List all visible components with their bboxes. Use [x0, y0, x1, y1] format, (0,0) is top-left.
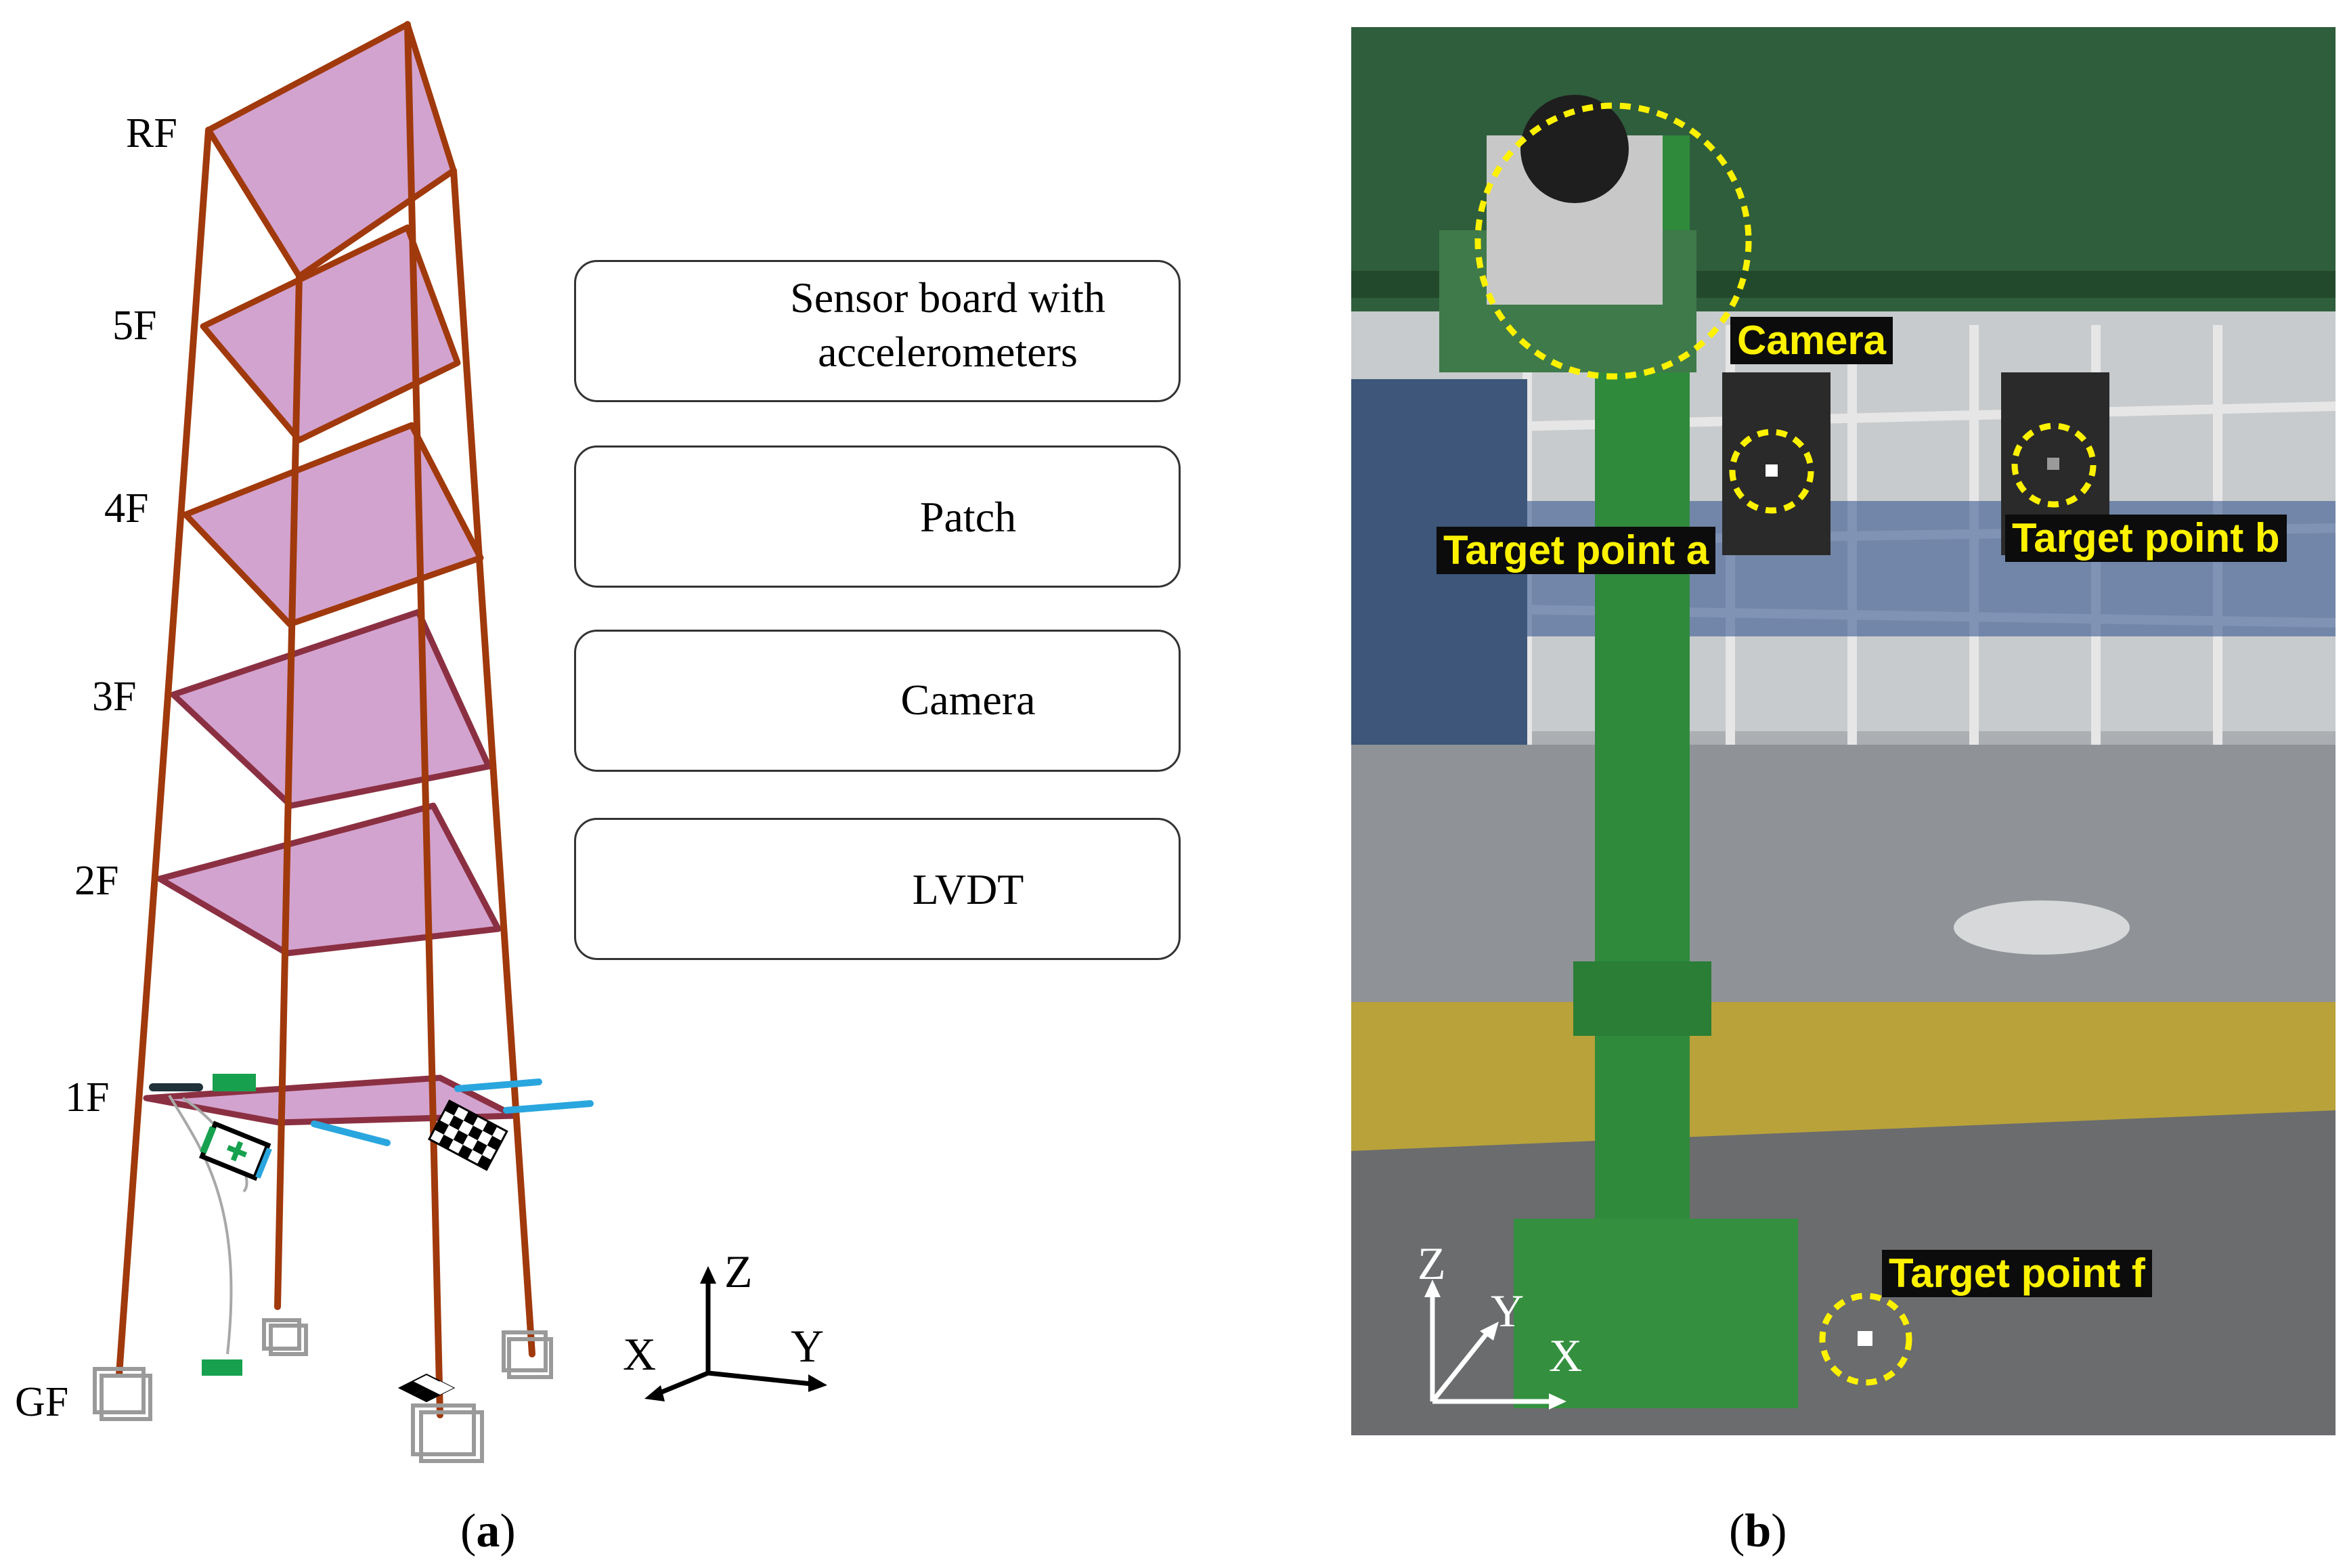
- support-front-left: [93, 1367, 146, 1414]
- legend-label-camera: Camera: [900, 676, 1036, 724]
- floor-slabs: [143, 21, 518, 1126]
- slab-4f: [182, 422, 484, 628]
- column-back-right: [404, 21, 443, 1418]
- axes-triad-a: [644, 1266, 827, 1401]
- mounted-camera: ✚: [198, 1120, 272, 1181]
- lvdt-3: [311, 1120, 391, 1146]
- floor-label-rf: RF: [126, 110, 177, 156]
- floor-label-5f: 5F: [112, 303, 157, 349]
- legend-item-sensor-board: [574, 260, 1181, 402]
- accelerometer-board-gf: [202, 1359, 242, 1376]
- legend-item-camera: [574, 630, 1181, 772]
- lvdt-blue-sensors: [311, 1079, 594, 1146]
- support-back-right: [502, 1330, 548, 1372]
- accelerometer-boards: [202, 1074, 256, 1376]
- photo-axis-label-y: Y: [1491, 1285, 1525, 1336]
- slab-2f: [156, 802, 502, 957]
- target-a-marker: [1766, 464, 1778, 477]
- slab-5f: [200, 224, 461, 443]
- accelerometer-board-1f: [213, 1074, 256, 1091]
- target-b-marker: [2047, 458, 2059, 470]
- legend-label-sensor-board: Sensor board with accelerometers: [790, 274, 1105, 376]
- axis-label-y: Y: [791, 1320, 825, 1372]
- target-b-highlight-circle: [2011, 422, 2097, 508]
- checker-patch-gf: [397, 1373, 456, 1403]
- checker-patch-1f: [427, 1099, 508, 1171]
- legend-label-patch: Patch: [919, 493, 1017, 541]
- photo-scene: [1351, 27, 2336, 1435]
- photo-axis-label-x: X: [1549, 1330, 1583, 1381]
- column-back-left: [274, 273, 303, 1310]
- axes-triad-b: [1424, 1280, 1566, 1410]
- floor-label-gf: GF: [15, 1379, 69, 1425]
- slab-rf: [205, 21, 457, 280]
- axis-label-x: X: [623, 1328, 657, 1380]
- caption-b: (b): [1729, 1505, 1787, 1557]
- floor-label-2f: 2F: [74, 858, 119, 904]
- label-target-b: Target point b: [2005, 515, 2287, 562]
- panel-b-photo: Camera Target point a Target point b Tar…: [1351, 27, 2336, 1435]
- legend-label-lvdt: LVDT: [912, 865, 1024, 913]
- target-f-highlight-circle: [1819, 1292, 1912, 1386]
- floor-label-1f: 1F: [65, 1074, 110, 1120]
- legend-item-lvdt: [574, 818, 1181, 960]
- legend-item-patch: [574, 445, 1181, 588]
- label-target-a: Target point a: [1437, 527, 1716, 574]
- target-a-highlight-circle: [1729, 429, 1814, 514]
- camera-highlight-circle: [1474, 102, 1752, 380]
- label-target-f: Target point f: [1882, 1250, 2152, 1297]
- lvdt-1: [454, 1079, 542, 1092]
- lvdt-2: [503, 1100, 594, 1114]
- target-markers: [1766, 458, 2059, 1346]
- column-front-right: [450, 167, 535, 1357]
- caption-a: (a): [460, 1505, 516, 1557]
- support-back-left: [262, 1318, 301, 1351]
- floor-label-4f: 4F: [104, 485, 149, 531]
- photo-axis-label-z: Z: [1418, 1238, 1446, 1289]
- support-front-right: [411, 1403, 476, 1456]
- panel-a-diagram: ✚ ✚: [15, 21, 1181, 1557]
- ground-supports: [93, 1318, 553, 1463]
- column-front-left: [116, 127, 212, 1378]
- slab-3f: [170, 609, 492, 809]
- axis-label-z: Z: [724, 1246, 753, 1297]
- label-camera: Camera: [1730, 317, 1893, 364]
- columns: [116, 21, 535, 1418]
- target-f-marker: [1858, 1331, 1872, 1346]
- floor-label-3f: 3F: [92, 674, 137, 720]
